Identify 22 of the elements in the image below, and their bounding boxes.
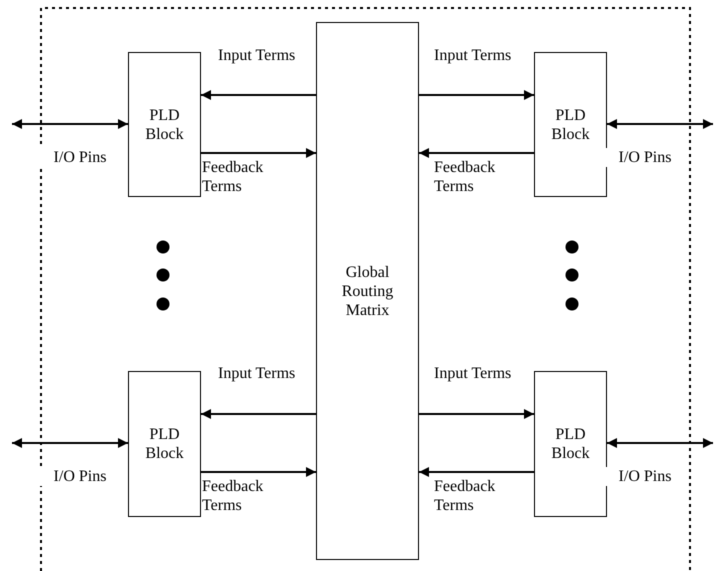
- block-box: [128, 371, 201, 517]
- block-label: PLD Block: [550, 106, 591, 144]
- arrow: [419, 90, 534, 100]
- arrow: [201, 409, 316, 419]
- arrow: [607, 438, 713, 448]
- arrow: [607, 119, 713, 129]
- block-box: [128, 52, 201, 197]
- arrow: [419, 409, 534, 419]
- arrow: [201, 148, 316, 158]
- block-label: PLD Block: [144, 106, 185, 144]
- arrow: [12, 438, 128, 448]
- arrow: [419, 148, 534, 158]
- block-box: [534, 371, 607, 517]
- arrow: [12, 119, 128, 129]
- arrow: [201, 467, 316, 477]
- block-label: PLD Block: [144, 425, 185, 463]
- block-box: [316, 22, 419, 560]
- arrow: [201, 90, 316, 100]
- arrow: [419, 467, 534, 477]
- block-label: Global Routing Matrix: [340, 262, 394, 320]
- block-label: PLD Block: [550, 425, 591, 463]
- block-box: [534, 52, 607, 197]
